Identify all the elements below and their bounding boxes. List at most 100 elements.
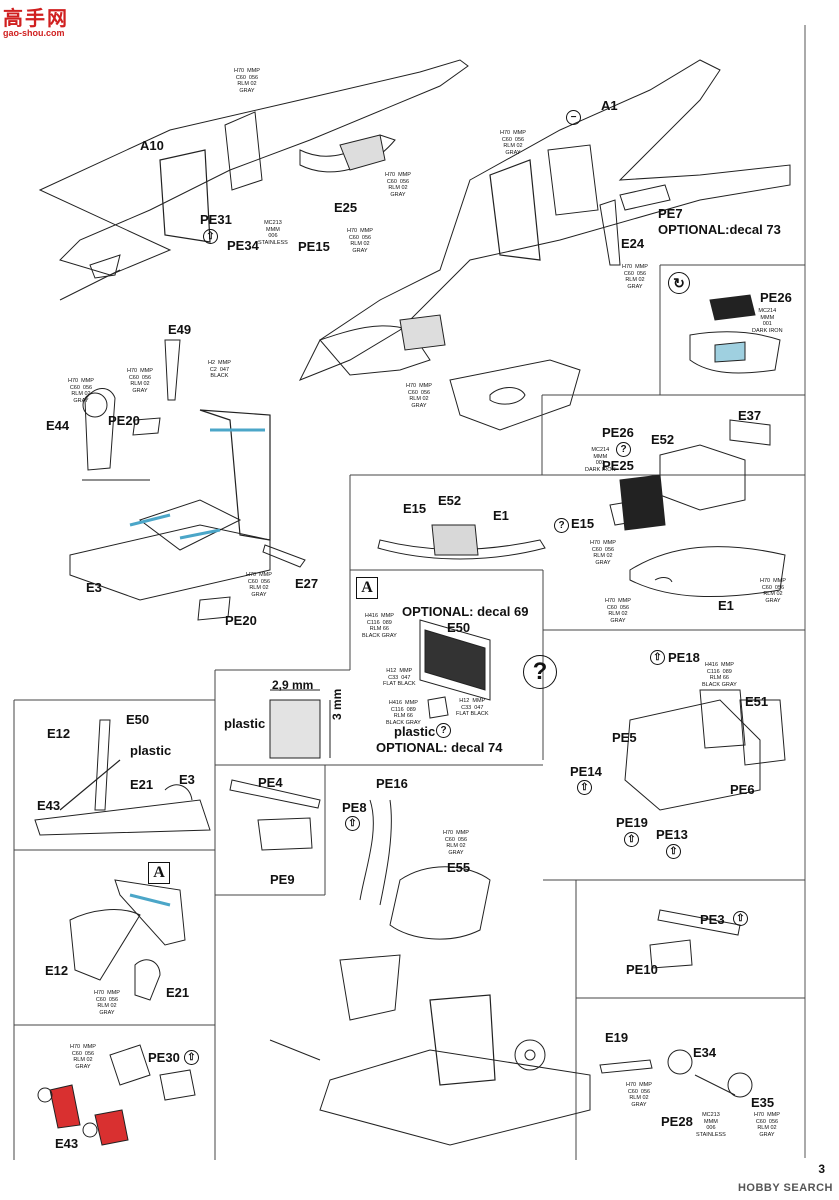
- paint-name2: GRAY: [352, 247, 368, 254]
- part-label-e15: E15: [403, 501, 427, 516]
- site-watermark: 高手网 gao-shou.com: [3, 2, 69, 38]
- paint-c: C60: [606, 604, 617, 611]
- paint-h: H70: [385, 172, 396, 178]
- paint-h: MC213: [702, 1112, 720, 1118]
- optional-decal-73: OPTIONAL:decal 73: [658, 222, 781, 237]
- part-label-e44: E44: [46, 418, 70, 433]
- paint-name2: BLACK GRAY: [702, 681, 737, 688]
- paint-name: RLM 02: [97, 1003, 117, 1009]
- part-label-pe34: PE34: [227, 238, 259, 253]
- paint-name2: GRAY: [75, 1063, 91, 1070]
- paint-name2: GRAY: [505, 149, 521, 156]
- paint-name: RLM 02: [608, 611, 628, 617]
- part-label-e37: E37: [738, 408, 762, 423]
- part-label-pe9: PE9: [270, 872, 295, 887]
- paint-name: RLM 02: [350, 241, 370, 247]
- paint-m: MMP: [83, 1044, 96, 1050]
- paint-name: RLM 02: [446, 843, 466, 849]
- question-icon: ?: [436, 723, 451, 738]
- paint-c: C60: [444, 836, 455, 843]
- part-label-pe16: PE16: [376, 776, 408, 791]
- paint-name: BLACK: [210, 373, 229, 379]
- paint-m: MMM: [704, 1118, 718, 1125]
- paint-name: RLM 02: [249, 585, 269, 591]
- paint-name2: GRAY: [390, 191, 406, 198]
- flip-icon: ↻: [668, 272, 690, 294]
- paint-m: MMP: [456, 830, 469, 836]
- paint-h: H70: [622, 264, 633, 270]
- arrow-up-icon: ⇧: [733, 911, 748, 926]
- arrow-up-icon: ⇧: [577, 780, 592, 795]
- part-label-pe19: PE19: [616, 815, 648, 830]
- paint-name: RLM 02: [625, 277, 645, 283]
- paint-h: H70: [94, 990, 105, 996]
- paint-m: MMP: [259, 572, 272, 578]
- paint-n: 056: [399, 178, 410, 185]
- paint-h: MC214: [758, 308, 777, 314]
- paint-m: MMP: [360, 228, 373, 234]
- paint-code-darkiron: MC214 MMM 001 DARK IRON: [752, 308, 783, 334]
- paint-name: RLM 02: [409, 396, 429, 402]
- paint-c: C33: [461, 704, 472, 711]
- paint-h: H12: [386, 668, 397, 674]
- paint-name: RLM 02: [130, 381, 150, 387]
- minus-icon: −: [566, 110, 581, 125]
- paint-m: MMP: [513, 130, 526, 136]
- paint-m: MMP: [639, 1082, 652, 1088]
- paint-n: 047: [401, 674, 411, 681]
- part-label-e43: E43: [55, 1136, 79, 1151]
- paint-n: 056: [636, 270, 647, 277]
- paint-n: 001: [595, 460, 605, 466]
- paint-name: RLM 02: [71, 391, 91, 397]
- paint-h: H70: [626, 1082, 637, 1088]
- paint-h: H70: [590, 540, 601, 546]
- paint-h: H70: [127, 368, 138, 374]
- part-label-e49: E49: [168, 322, 192, 337]
- paint-n: 056: [420, 389, 431, 396]
- paint-m: MMP: [618, 598, 631, 604]
- paint-m: MMP: [773, 578, 786, 584]
- paint-n: 056: [768, 1118, 779, 1125]
- paint-c: C60: [501, 136, 512, 143]
- part-label-e19: E19: [605, 1030, 629, 1045]
- paint-h: MC214: [591, 447, 610, 453]
- paint-name: RLM 66: [709, 675, 729, 681]
- plastic-label: plastic: [394, 724, 436, 739]
- paint-name: RLM 66: [393, 713, 413, 719]
- paint-n: 056: [640, 1088, 651, 1095]
- paint-m: MMP: [81, 378, 94, 384]
- paint-m: MMP: [721, 662, 734, 668]
- question-icon: ?: [523, 655, 557, 689]
- paint-h: H416: [704, 662, 719, 668]
- paint-name: RLM 02: [73, 1057, 93, 1063]
- paint-n: 001: [762, 321, 772, 327]
- paint-n: 056: [82, 384, 93, 391]
- paint-n: 056: [604, 546, 615, 553]
- paint-name: RLM 66: [369, 626, 389, 632]
- arrow-up-icon: ⇧: [345, 816, 360, 831]
- paint-h: H70: [443, 830, 454, 836]
- paint-c: C60: [407, 389, 418, 396]
- part-label-e52: E52: [651, 432, 675, 447]
- paint-name2: GRAY: [631, 1101, 647, 1108]
- paint-c: C60: [386, 178, 397, 185]
- part-label-pe20: PE20: [108, 413, 140, 428]
- paint-n: 006: [706, 1125, 716, 1131]
- part-label-e3: E3: [86, 580, 102, 595]
- part-label-pe31: PE31: [200, 212, 232, 227]
- paint-m: MMP: [603, 540, 616, 546]
- paint-m: MMM: [593, 453, 608, 460]
- paint-m: MMP: [218, 360, 231, 366]
- paint-name: RLM 02: [237, 81, 257, 87]
